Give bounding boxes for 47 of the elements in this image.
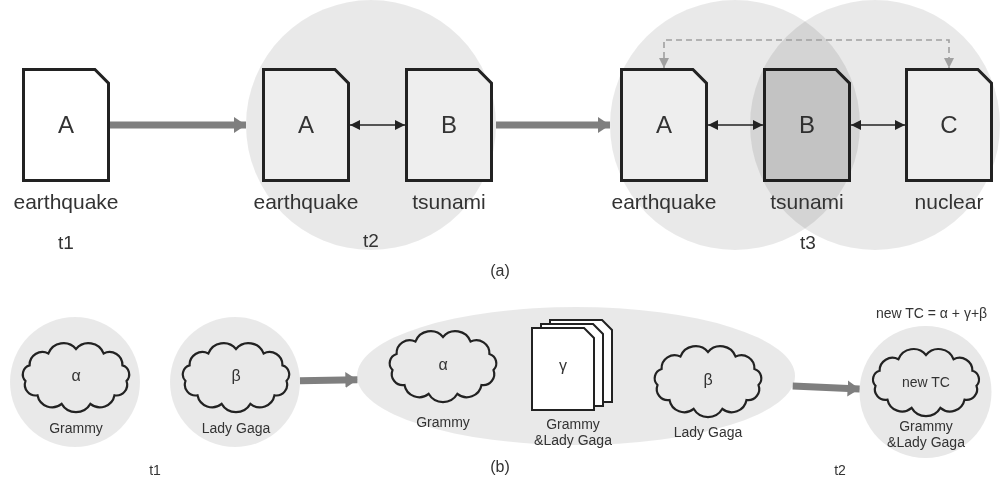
node-label: B [798,110,816,139]
formula-heading: new TC = α + γ+β [874,305,989,322]
caption-text: nuclear [913,190,985,215]
node-label: α [70,367,82,386]
document-shape [405,68,493,182]
caption-text: tsunami [769,190,845,215]
time-label: t3 [799,232,817,254]
document-stack [530,318,616,412]
caption-text: earthquake [12,190,120,215]
document-shape [22,68,110,182]
document-shape [262,68,350,182]
caption-text: Grammy [415,414,471,431]
caption-text: Grammy &Lady Gaga [533,416,613,449]
document-shape [620,68,708,182]
node-label: A [655,110,673,139]
caption-text: Lady Gaga [200,420,272,437]
block-arrow [496,117,610,133]
block-arrow [792,380,860,397]
panel-label: (a) [489,262,511,281]
caption-text: Lady Gaga [672,424,744,441]
double-arrow [349,120,406,130]
node-label: α [437,356,449,375]
node-label: γ [558,357,568,376]
node-label: A [297,110,315,139]
document-shape [763,68,851,182]
caption-text: earthquake [610,190,718,215]
double-arrow [850,120,906,130]
time-label: t1 [57,232,75,254]
time-label: t2 [833,462,847,479]
node-label: β [702,371,714,390]
caption-text: Grammy [48,420,104,437]
time-label: t1 [148,462,162,479]
document-shape [905,68,993,182]
block-arrow [110,117,246,133]
double-arrow [707,120,764,130]
caption-text: Grammy &Lady Gaga [886,418,966,451]
node-label: new TC [901,373,951,390]
caption-text: tsunami [411,190,487,215]
node-label: A [57,110,75,139]
node-label: C [939,110,959,139]
dashed-connector [659,39,954,69]
panel-label: (b) [489,458,511,477]
node-label: β [230,367,242,386]
caption-text: earthquake [252,190,360,215]
block-arrow [299,372,358,388]
node-label: B [440,110,458,139]
time-label: t2 [362,230,380,252]
